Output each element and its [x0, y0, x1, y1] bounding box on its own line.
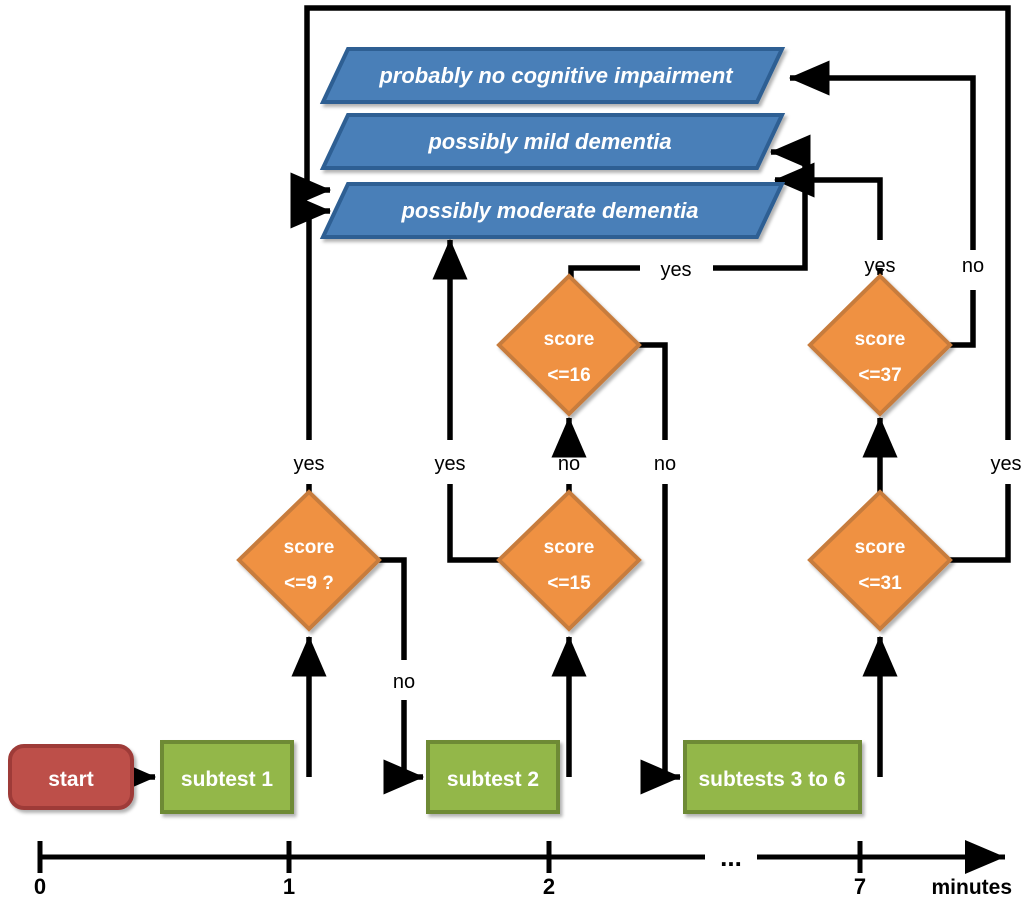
process-subtests-3-to-6-label: subtests 3 to 6 — [698, 768, 845, 791]
edge-label-d37-no: no — [962, 255, 984, 277]
decision-score-9-line1: score — [284, 537, 335, 558]
edge-label-d16-no: no — [654, 453, 676, 475]
decision-score-16-line2: <=16 — [547, 365, 590, 386]
process-subtest-1[interactable] — [160, 740, 294, 814]
decision-score-15[interactable] — [496, 489, 642, 632]
edge-label-d9-no: no — [393, 671, 415, 693]
decision-score-37[interactable] — [807, 273, 953, 417]
edge-d9-no-to-subtest2 — [379, 557, 423, 777]
edge-d31-yes-to-moderate — [307, 5, 1011, 563]
edge-label-d37-yes: yes — [864, 255, 895, 277]
decision-score-9-line2: <=9 ? — [284, 573, 334, 594]
axis-label-7: 7 — [854, 874, 866, 899]
decision-score-16-line1: score — [544, 329, 595, 350]
decision-score-37-line1: score — [855, 329, 906, 350]
decision-score-9[interactable] — [236, 489, 382, 632]
axis-unit-label: minutes — [931, 876, 1012, 899]
decision-score-31[interactable] — [807, 489, 953, 632]
decision-score-31-line2: <=31 — [858, 573, 902, 594]
outcome-group: probably no cognitive impairment possibl… — [319, 47, 786, 239]
process-subtest-2[interactable] — [426, 740, 560, 814]
outcome-moderate-dementia-label: possibly moderate dementia — [400, 198, 698, 223]
edge-d9-yes-to-moderate — [309, 211, 330, 494]
decision-score-15-line1: score — [544, 537, 595, 558]
edge-label-d9-yes: yes — [293, 453, 324, 475]
time-axis-labels: 0 1 2 7 ... minutes — [34, 842, 1012, 899]
decision-score-37-line2: <=37 — [858, 365, 901, 386]
edge-d15-yes-to-moderate — [450, 240, 500, 563]
outcome-no-impairment[interactable] — [319, 47, 786, 104]
edge-label-d15-yes: yes — [434, 453, 465, 475]
outcome-mild-dementia[interactable] — [319, 113, 786, 170]
decision-group: score <=16 score <=37 score <=9 ? score … — [236, 273, 953, 632]
axis-label-2: 2 — [543, 874, 555, 899]
axis-ellipsis: ... — [720, 842, 742, 872]
edge-label-group: yes no yes no yes no yes yes no — [293, 255, 1021, 693]
process-subtest-2-label: subtest 2 — [447, 768, 539, 791]
outcome-mild-dementia-label: possibly mild dementia — [427, 129, 671, 154]
decision-score-16[interactable] — [496, 273, 642, 417]
process-group: subtest 1 subtest 2 subtests 3 to 6 — [160, 740, 862, 814]
decision-score-15-line2: <=15 — [547, 573, 591, 594]
outcome-no-impairment-label: probably no cognitive impairment — [378, 63, 734, 88]
decision-score-31-line1: score — [855, 537, 906, 558]
time-axis — [37, 839, 1005, 874]
process-subtest-1-label: subtest 1 — [181, 768, 274, 791]
start-node-label: start — [48, 768, 94, 791]
edge-d16-no-to-subtests36 — [639, 342, 680, 777]
edge-label-d31-yes: yes — [990, 453, 1021, 475]
axis-label-0: 0 — [34, 874, 46, 899]
outcome-moderate-dementia[interactable] — [319, 182, 786, 239]
start-node[interactable] — [8, 744, 134, 810]
process-subtests-3-to-6[interactable] — [683, 740, 862, 814]
edge-label-d16-yes: yes — [660, 259, 691, 281]
edge-d37-no-to-none — [790, 78, 976, 348]
edge-label-d15-no: no — [558, 453, 580, 475]
axis-label-1: 1 — [283, 874, 295, 899]
